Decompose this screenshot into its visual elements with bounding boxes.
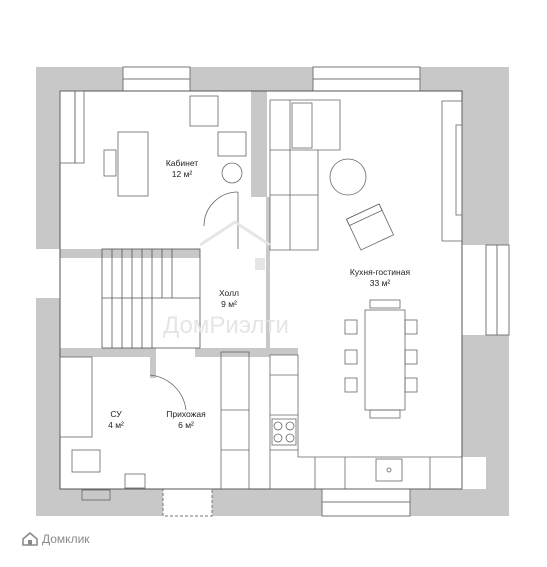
watermark: ДомРиэлти [163,220,289,339]
windows [122,66,510,517]
outer-walls [36,67,509,516]
office-area: 12 м² [172,169,193,179]
entry-furniture [220,351,250,490]
office-furniture [59,90,247,249]
hall-area: 9 м² [221,299,237,309]
bath-name: СУ [110,409,122,419]
brand-text: Домклик [42,532,90,546]
living-name: Кухня-гостиная [350,267,411,277]
office-name: Кабинет [166,158,198,168]
interior-walls [60,91,298,378]
staircase [101,248,201,349]
house-icon [22,532,38,546]
bathroom-fixtures [59,356,187,501]
kitchen-counter [269,354,463,490]
living-furniture [269,99,463,419]
bath-area: 4 м² [108,420,124,430]
entry-area: 6 м² [178,420,194,430]
entry-name: Прихожая [166,409,206,419]
brand-logo: Домклик [22,532,90,546]
room-labels: Кабинет 12 м² Кухня-гостиная 33 м² Холл … [108,158,410,430]
room-outlines [59,90,463,490]
living-area: 33 м² [370,278,391,288]
hall-name: Холл [219,288,239,298]
watermark-text: ДомРиэлти [163,312,289,339]
